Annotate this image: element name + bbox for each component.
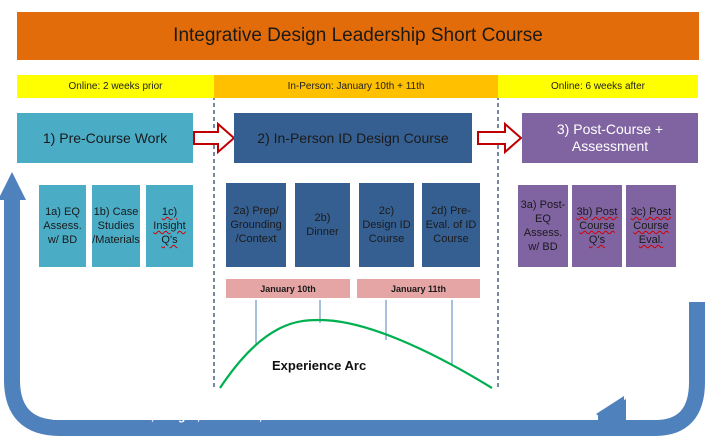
course-title: Integrative Design Leadership Short Cour…: [17, 12, 699, 60]
phase-in-person-label: In-Person: January 10th + 11th: [287, 81, 425, 92]
pre-item-insight-qs: 1c) Insight Q's: [146, 185, 193, 267]
stage-arrow-2: [477, 121, 523, 155]
cycle-arrow: [4, 198, 705, 436]
experience-arc-label: Experience Arc: [272, 358, 367, 373]
post-item-eq-assess: 3a) Post-EQ Assess. w/ BD: [518, 185, 568, 267]
stage-post-course: 3) Post-Course + Assessment: [522, 113, 698, 163]
in-person-item-design-course: 2c) Design ID Course: [359, 183, 414, 267]
stage-pre-course: 1) Pre-Course Work: [17, 113, 193, 163]
stage-arrow-1: [193, 121, 236, 155]
pre-item-case-studies: 1b) Case Studies /Materials: [92, 185, 140, 267]
day-label-jan-11: January 11th: [357, 279, 480, 298]
stage-in-person: 2) In-Person ID Design Course: [234, 113, 472, 163]
post-item-course-qs-label: 3b) Post Course Q's: [576, 206, 618, 246]
in-person-item-dinner: 2b) Dinner: [295, 183, 350, 267]
cycle-arrowhead-tip2: [596, 396, 624, 433]
post-item-course-eval: 3c) Post Course Eval.: [626, 185, 676, 267]
pre-item-insight-qs-label: 1c) Insight Q's: [153, 206, 186, 246]
day-label-jan-10: January 10th: [226, 279, 350, 298]
in-person-item-pre-eval: 2d) Pre-Eval. of ID Course: [422, 183, 480, 267]
phase-online-before: Online: 2 weeks prior: [17, 75, 214, 98]
cycle-arrowhead-left-up: [0, 172, 26, 200]
phase-in-person: In-Person: January 10th + 11th: [214, 75, 498, 98]
pre-item-eq-assess: 1a) EQ Assess. w/ BD: [39, 185, 86, 267]
post-item-course-eval-label: 3c) Post Course Eval.: [630, 206, 672, 246]
post-item-course-qs: 3b) Post Course Q's: [572, 185, 622, 267]
in-person-item-prep: 2a) Prep/ Grounding /Context: [226, 183, 286, 267]
phase-online-after: Online: 6 weeks after: [498, 75, 698, 98]
experience-arc-curve: [219, 318, 493, 389]
development-cycle-text: Lessons Learned, Insight, Feedback, Case…: [52, 409, 534, 423]
